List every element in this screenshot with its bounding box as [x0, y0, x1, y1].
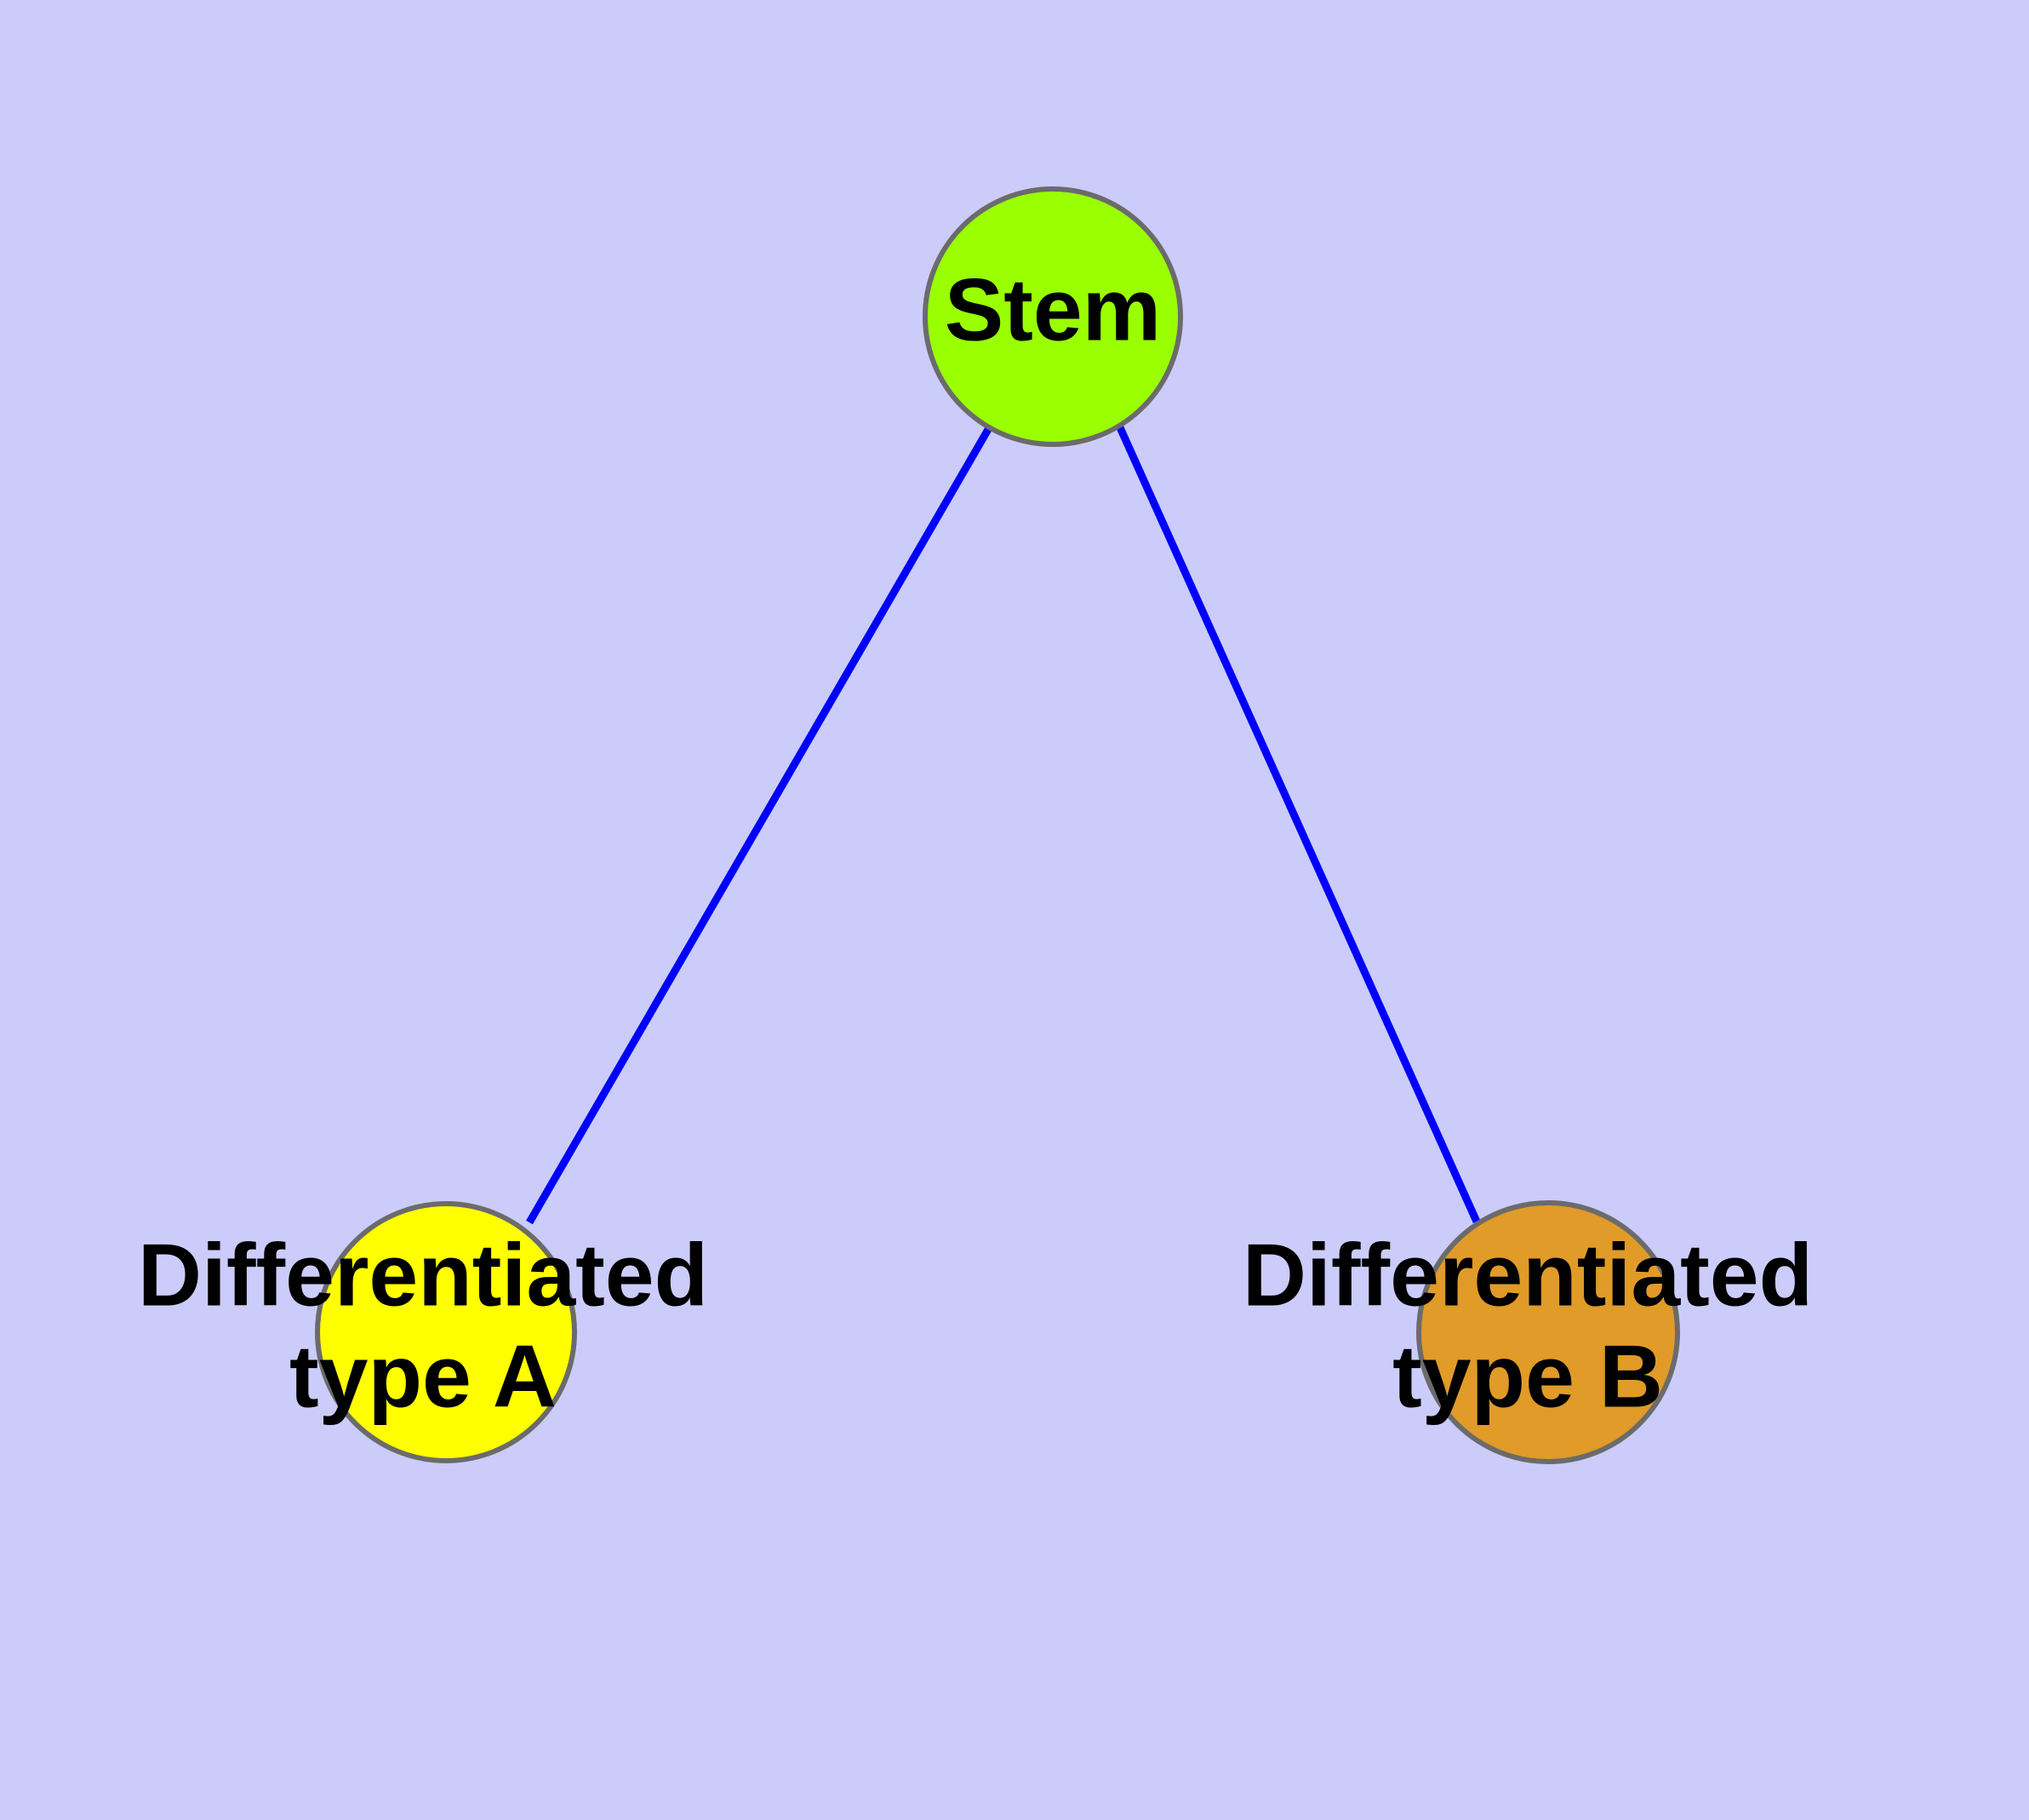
node-diff-b-label-line-1: Differentiated [1243, 1226, 1813, 1325]
node-diff-b-label-group: Differentiated type B [1243, 1226, 1813, 1426]
edge-stem-to-diff-a[interactable] [526, 424, 993, 1225]
node-stem-label: Stem [945, 260, 1161, 359]
edge-stem-to-diff-b[interactable] [1115, 424, 1481, 1223]
node-diff-a-label-line-2: type A [289, 1327, 557, 1426]
node-diff-a-label-group: Differentiated type A [138, 1226, 708, 1426]
node-diff-b-label-line-2: type B [1392, 1327, 1663, 1426]
node-diff-a[interactable] [315, 1201, 577, 1463]
node-stem-circle[interactable] [923, 186, 1183, 447]
node-diff-a-label-line-1: Differentiated [138, 1226, 708, 1325]
node-diff-b-circle[interactable] [1416, 1200, 1680, 1464]
node-stem[interactable]: Stem [923, 186, 1183, 447]
edges-layer [526, 424, 1481, 1225]
node-diff-b[interactable] [1416, 1200, 1680, 1464]
nodes-layer: Stem Differentiated type A Differentiate… [138, 186, 1813, 1464]
node-diff-a-circle[interactable] [315, 1201, 577, 1463]
